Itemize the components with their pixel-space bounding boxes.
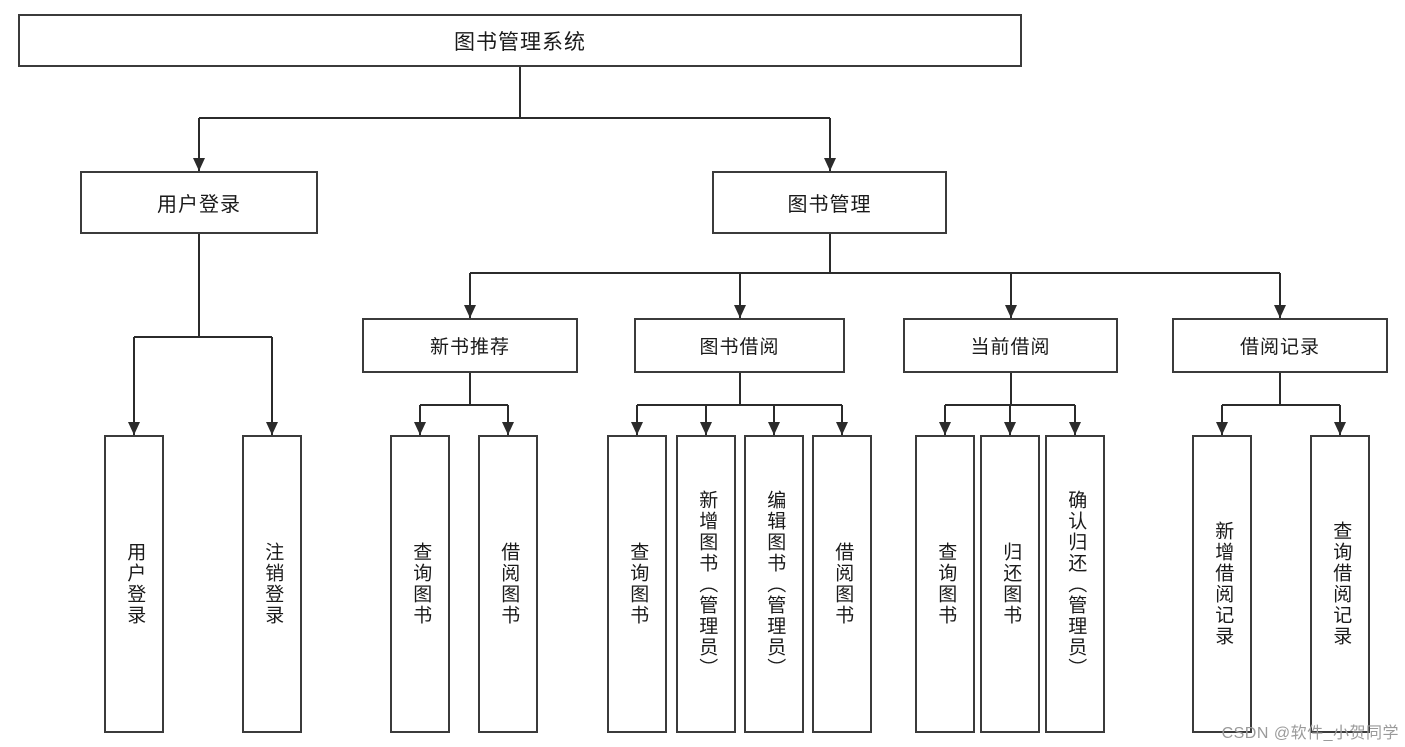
connector-level1-to-level2-1 <box>738 273 741 318</box>
node-label: 查询借阅记录 <box>1330 521 1352 647</box>
arrowhead-level1-1 <box>823 158 836 171</box>
arrowhead-group-2-leaf-2 <box>768 422 780 435</box>
arrowhead-level2-1 <box>733 305 746 318</box>
connector-group-0-leaf-1 <box>271 337 273 435</box>
node-label: 归还图书 <box>1000 542 1022 626</box>
node-label: 图书借阅 <box>699 337 780 358</box>
node-leaf-5[interactable]: 新增图书（管理员） <box>676 435 736 733</box>
connector-book-mgmt-bus <box>470 272 1280 274</box>
arrowhead-group-2-leaf-3 <box>836 422 848 435</box>
connector-group-2-leaf-2 <box>773 405 775 435</box>
connector-group-bus-4 <box>1222 404 1340 406</box>
node-label: 借阅图书 <box>832 542 854 626</box>
connector-root-to-level1-1 <box>828 118 831 171</box>
arrowhead-group-1-leaf-1 <box>502 422 514 435</box>
node-leaf-2[interactable]: 查询图书 <box>390 435 450 733</box>
connector-level1-to-level2-3 <box>1279 273 1281 318</box>
node-leaf-11[interactable]: 新增借阅记录 <box>1192 435 1252 733</box>
node-label: 查询图书 <box>935 542 957 626</box>
connector-group-stem-3 <box>1009 373 1012 405</box>
node-label: 图书管理 <box>787 194 872 216</box>
connector-group-1-leaf-0 <box>419 405 421 435</box>
node-level2-0[interactable]: 新书推荐 <box>362 318 578 373</box>
connector-group-stem-2 <box>738 373 741 405</box>
connector-group-1-leaf-1 <box>507 405 509 435</box>
arrowhead-group-4-leaf-1 <box>1334 422 1346 435</box>
connector-group-bus-1 <box>420 404 508 406</box>
node-leaf-6[interactable]: 编辑图书（管理员） <box>744 435 804 733</box>
node-level1-0[interactable]: 用户登录 <box>80 171 318 234</box>
node-label: 新书推荐 <box>429 337 510 358</box>
node-label: 用户登录 <box>157 194 241 216</box>
node-level2-1[interactable]: 图书借阅 <box>634 318 845 373</box>
connector-root-stem <box>519 67 521 118</box>
arrowhead-group-2-leaf-0 <box>631 422 643 435</box>
connector-group-3-leaf-0 <box>944 405 946 435</box>
node-leaf-1[interactable]: 注销登录 <box>242 435 302 733</box>
arrowhead-group-0-leaf-1 <box>266 422 278 435</box>
connector-group-3-leaf-2 <box>1074 405 1076 435</box>
connector-group-4-leaf-0 <box>1221 405 1223 435</box>
node-label: 借阅图书 <box>498 542 520 626</box>
node-level2-2[interactable]: 当前借阅 <box>903 318 1118 373</box>
connector-level1-to-level2-0 <box>469 273 471 318</box>
node-leaf-7[interactable]: 借阅图书 <box>812 435 872 733</box>
connector-group-stem-1 <box>469 373 471 405</box>
node-leaf-12[interactable]: 查询借阅记录 <box>1310 435 1370 733</box>
connector-root-bus <box>199 117 830 119</box>
node-label: 注销登录 <box>262 542 284 626</box>
watermark: CSDN @软件_小贺同学 <box>1221 725 1399 742</box>
connector-group-bus-0 <box>134 336 272 338</box>
arrowhead-group-0-leaf-0 <box>128 422 140 435</box>
arrowhead-group-4-leaf-0 <box>1216 422 1228 435</box>
node-label: 新增借阅记录 <box>1212 521 1234 647</box>
connector-root-to-level1-0 <box>198 118 200 171</box>
arrowhead-level1-0 <box>193 158 205 171</box>
arrowhead-group-2-leaf-1 <box>700 422 712 435</box>
arrowhead-group-3-leaf-1 <box>1004 422 1016 435</box>
node-leaf-0[interactable]: 用户登录 <box>104 435 164 733</box>
connector-group-2-leaf-3 <box>841 405 843 435</box>
connector-group-stem-0 <box>198 234 200 337</box>
arrowhead-group-1-leaf-0 <box>414 422 426 435</box>
node-label: 查询图书 <box>627 542 649 626</box>
node-leaf-8[interactable]: 查询图书 <box>915 435 975 733</box>
node-label: 当前借阅 <box>970 337 1051 358</box>
arrowhead-level2-2 <box>1004 305 1017 318</box>
arrowhead-group-3-leaf-2 <box>1069 422 1081 435</box>
node-leaf-10[interactable]: 确认归还（管理员） <box>1045 435 1105 733</box>
connector-group-4-leaf-1 <box>1339 405 1341 435</box>
arrowhead-level2-0 <box>464 305 476 318</box>
node-label: 查询图书 <box>410 542 432 626</box>
connector-level1-to-level2-2 <box>1009 273 1012 318</box>
connector-book-mgmt-stem <box>828 234 831 273</box>
connector-group-bus-2 <box>637 404 842 406</box>
connector-group-2-leaf-1 <box>705 405 707 435</box>
node-label: 新增图书（管理员） <box>696 489 718 679</box>
arrowhead-group-3-leaf-0 <box>939 422 951 435</box>
node-root[interactable]: 图书管理系统 <box>18 14 1022 67</box>
connector-group-2-leaf-0 <box>636 405 638 435</box>
node-leaf-9[interactable]: 归还图书 <box>980 435 1040 733</box>
node-leaf-3[interactable]: 借阅图书 <box>478 435 538 733</box>
node-level1-1[interactable]: 图书管理 <box>712 171 947 234</box>
arrowhead-level2-3 <box>1274 305 1286 318</box>
node-label: 图书管理系统 <box>454 30 586 54</box>
node-label: 确认归还（管理员） <box>1065 489 1087 679</box>
node-label: 借阅记录 <box>1239 337 1320 358</box>
connector-group-stem-4 <box>1279 373 1281 405</box>
node-level2-3[interactable]: 借阅记录 <box>1172 318 1388 373</box>
connector-group-0-leaf-0 <box>133 337 135 435</box>
node-label: 用户登录 <box>124 542 146 626</box>
node-label: 编辑图书（管理员） <box>764 489 786 679</box>
connector-group-3-leaf-1 <box>1009 405 1011 435</box>
node-leaf-4[interactable]: 查询图书 <box>607 435 667 733</box>
